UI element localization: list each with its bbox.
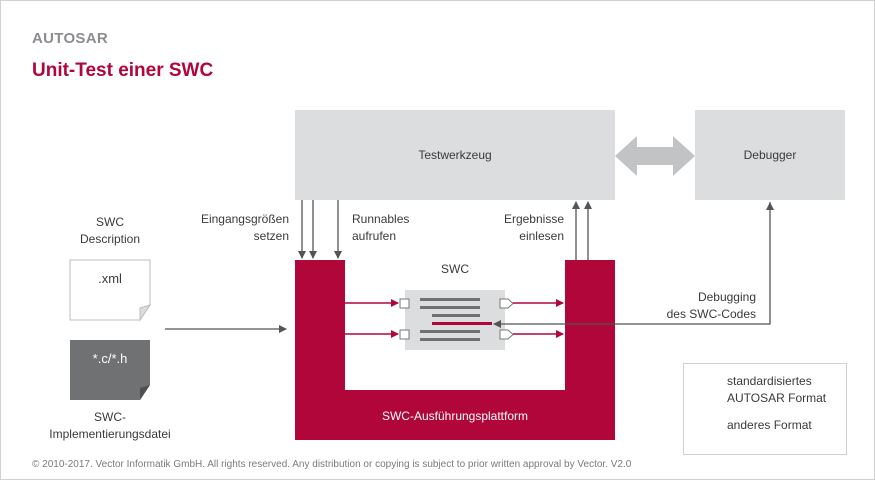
tool-debugger-double-arrow [615, 136, 695, 176]
code-document-label: *.c/*.h [92, 351, 128, 366]
xml-document-shape [69, 259, 151, 321]
test-tool-label: Testwerkzeug [418, 148, 492, 162]
swc-in-port-2 [399, 329, 410, 340]
code-document-shape [70, 340, 150, 400]
page-title: Unit-Test einer SWC [32, 60, 214, 81]
platform-label: SWC-Ausführungsplattform [381, 409, 529, 423]
xml-document-label: .xml [98, 271, 122, 286]
debugger-label: Debugger [743, 148, 797, 162]
execution-platform-shape [295, 260, 615, 440]
debugging-label: Debugging des SWC-Codes [666, 290, 756, 321]
copyright-footer: © 2010-2017. Vector Informatik GmbH. All… [32, 459, 632, 470]
legend-other-label: anderes Format [727, 418, 812, 432]
results-label: Ergebnisse einlesen [503, 212, 564, 243]
swc-out-port-2 [499, 329, 514, 340]
debugger-box: Debugger [695, 110, 845, 200]
swc-description-label: SWC Description [79, 215, 141, 246]
inputs-label: Eingangsgrößen setzen [200, 212, 289, 243]
swc-in-port-1 [399, 298, 410, 309]
debugging-connector [493, 202, 771, 328]
legend-standard-label: standardisiertes AUTOSAR Format [727, 374, 827, 405]
runnables-label: Runnables aufrufen [352, 212, 410, 243]
swc-out-port-1 [499, 298, 514, 309]
swc-label: SWC [441, 262, 469, 276]
test-tool-box: Testwerkzeug [295, 110, 615, 200]
legend [683, 363, 847, 455]
swc-implementation-label: SWC- Implementierungsdatei [49, 410, 171, 441]
swc-debug-line [432, 322, 492, 325]
category-heading: AUTOSAR [32, 30, 108, 47]
